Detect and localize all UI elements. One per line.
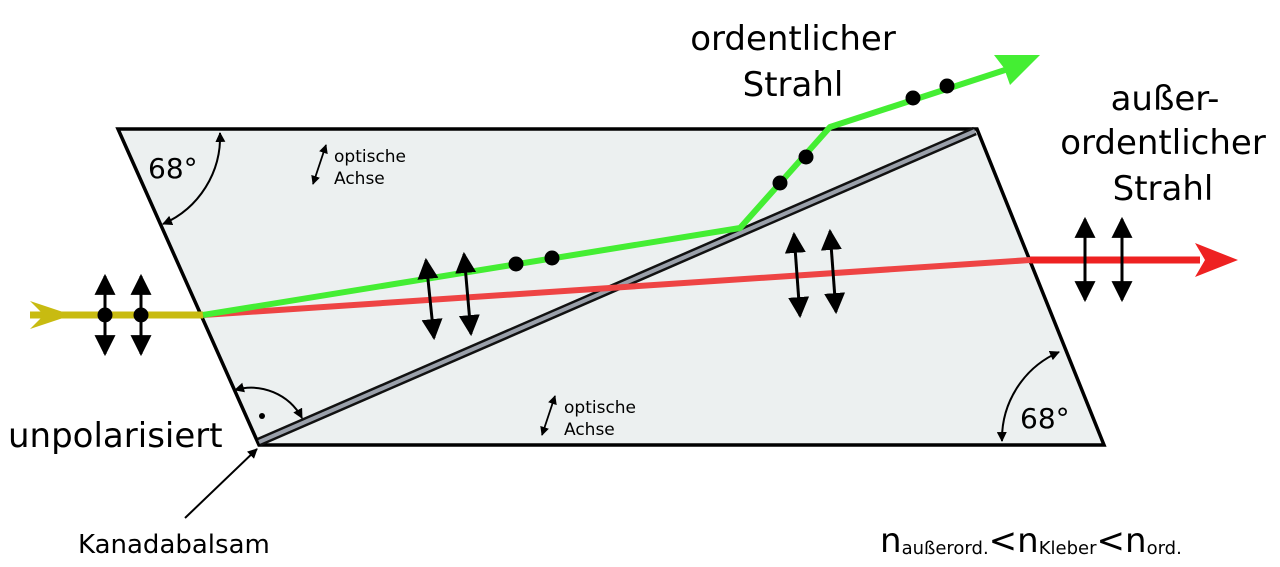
polarization-arrows [94, 216, 1133, 357]
right-angle-dot [259, 413, 265, 419]
extraordinary-ray-label-3: Strahl [1113, 169, 1214, 209]
unpolarized-label: unpolarisiert [8, 416, 223, 456]
optic-axis-bottom-label-1: optische [564, 398, 636, 418]
extraordinary-ray-label-1: außer- [1111, 79, 1220, 119]
refractive-index-formula: naußerord.<nKleber<nord. [880, 521, 1182, 561]
angle-arcs [162, 132, 1060, 442]
ordinary-ray-label-2: Strahl [743, 65, 844, 105]
angle-label-bottom-right: 68° [1020, 402, 1070, 435]
extraordinary-ray-label-2: ordentlicher [1060, 123, 1266, 163]
incident-ray [30, 301, 203, 329]
ordinary-ray-label-1: ordentlicher [690, 19, 896, 59]
balsam-label: Kanadabalsam [78, 530, 270, 560]
angle-label-top-left: 68° [148, 152, 198, 185]
optic-axis-top-label-2: Achse [334, 169, 385, 189]
balsam-pointer [184, 448, 258, 519]
optic-axis-arrows [311, 144, 557, 436]
optic-axis-bottom-label-2: Achse [564, 420, 615, 440]
optic-axis-top-label-1: optische [334, 147, 406, 167]
